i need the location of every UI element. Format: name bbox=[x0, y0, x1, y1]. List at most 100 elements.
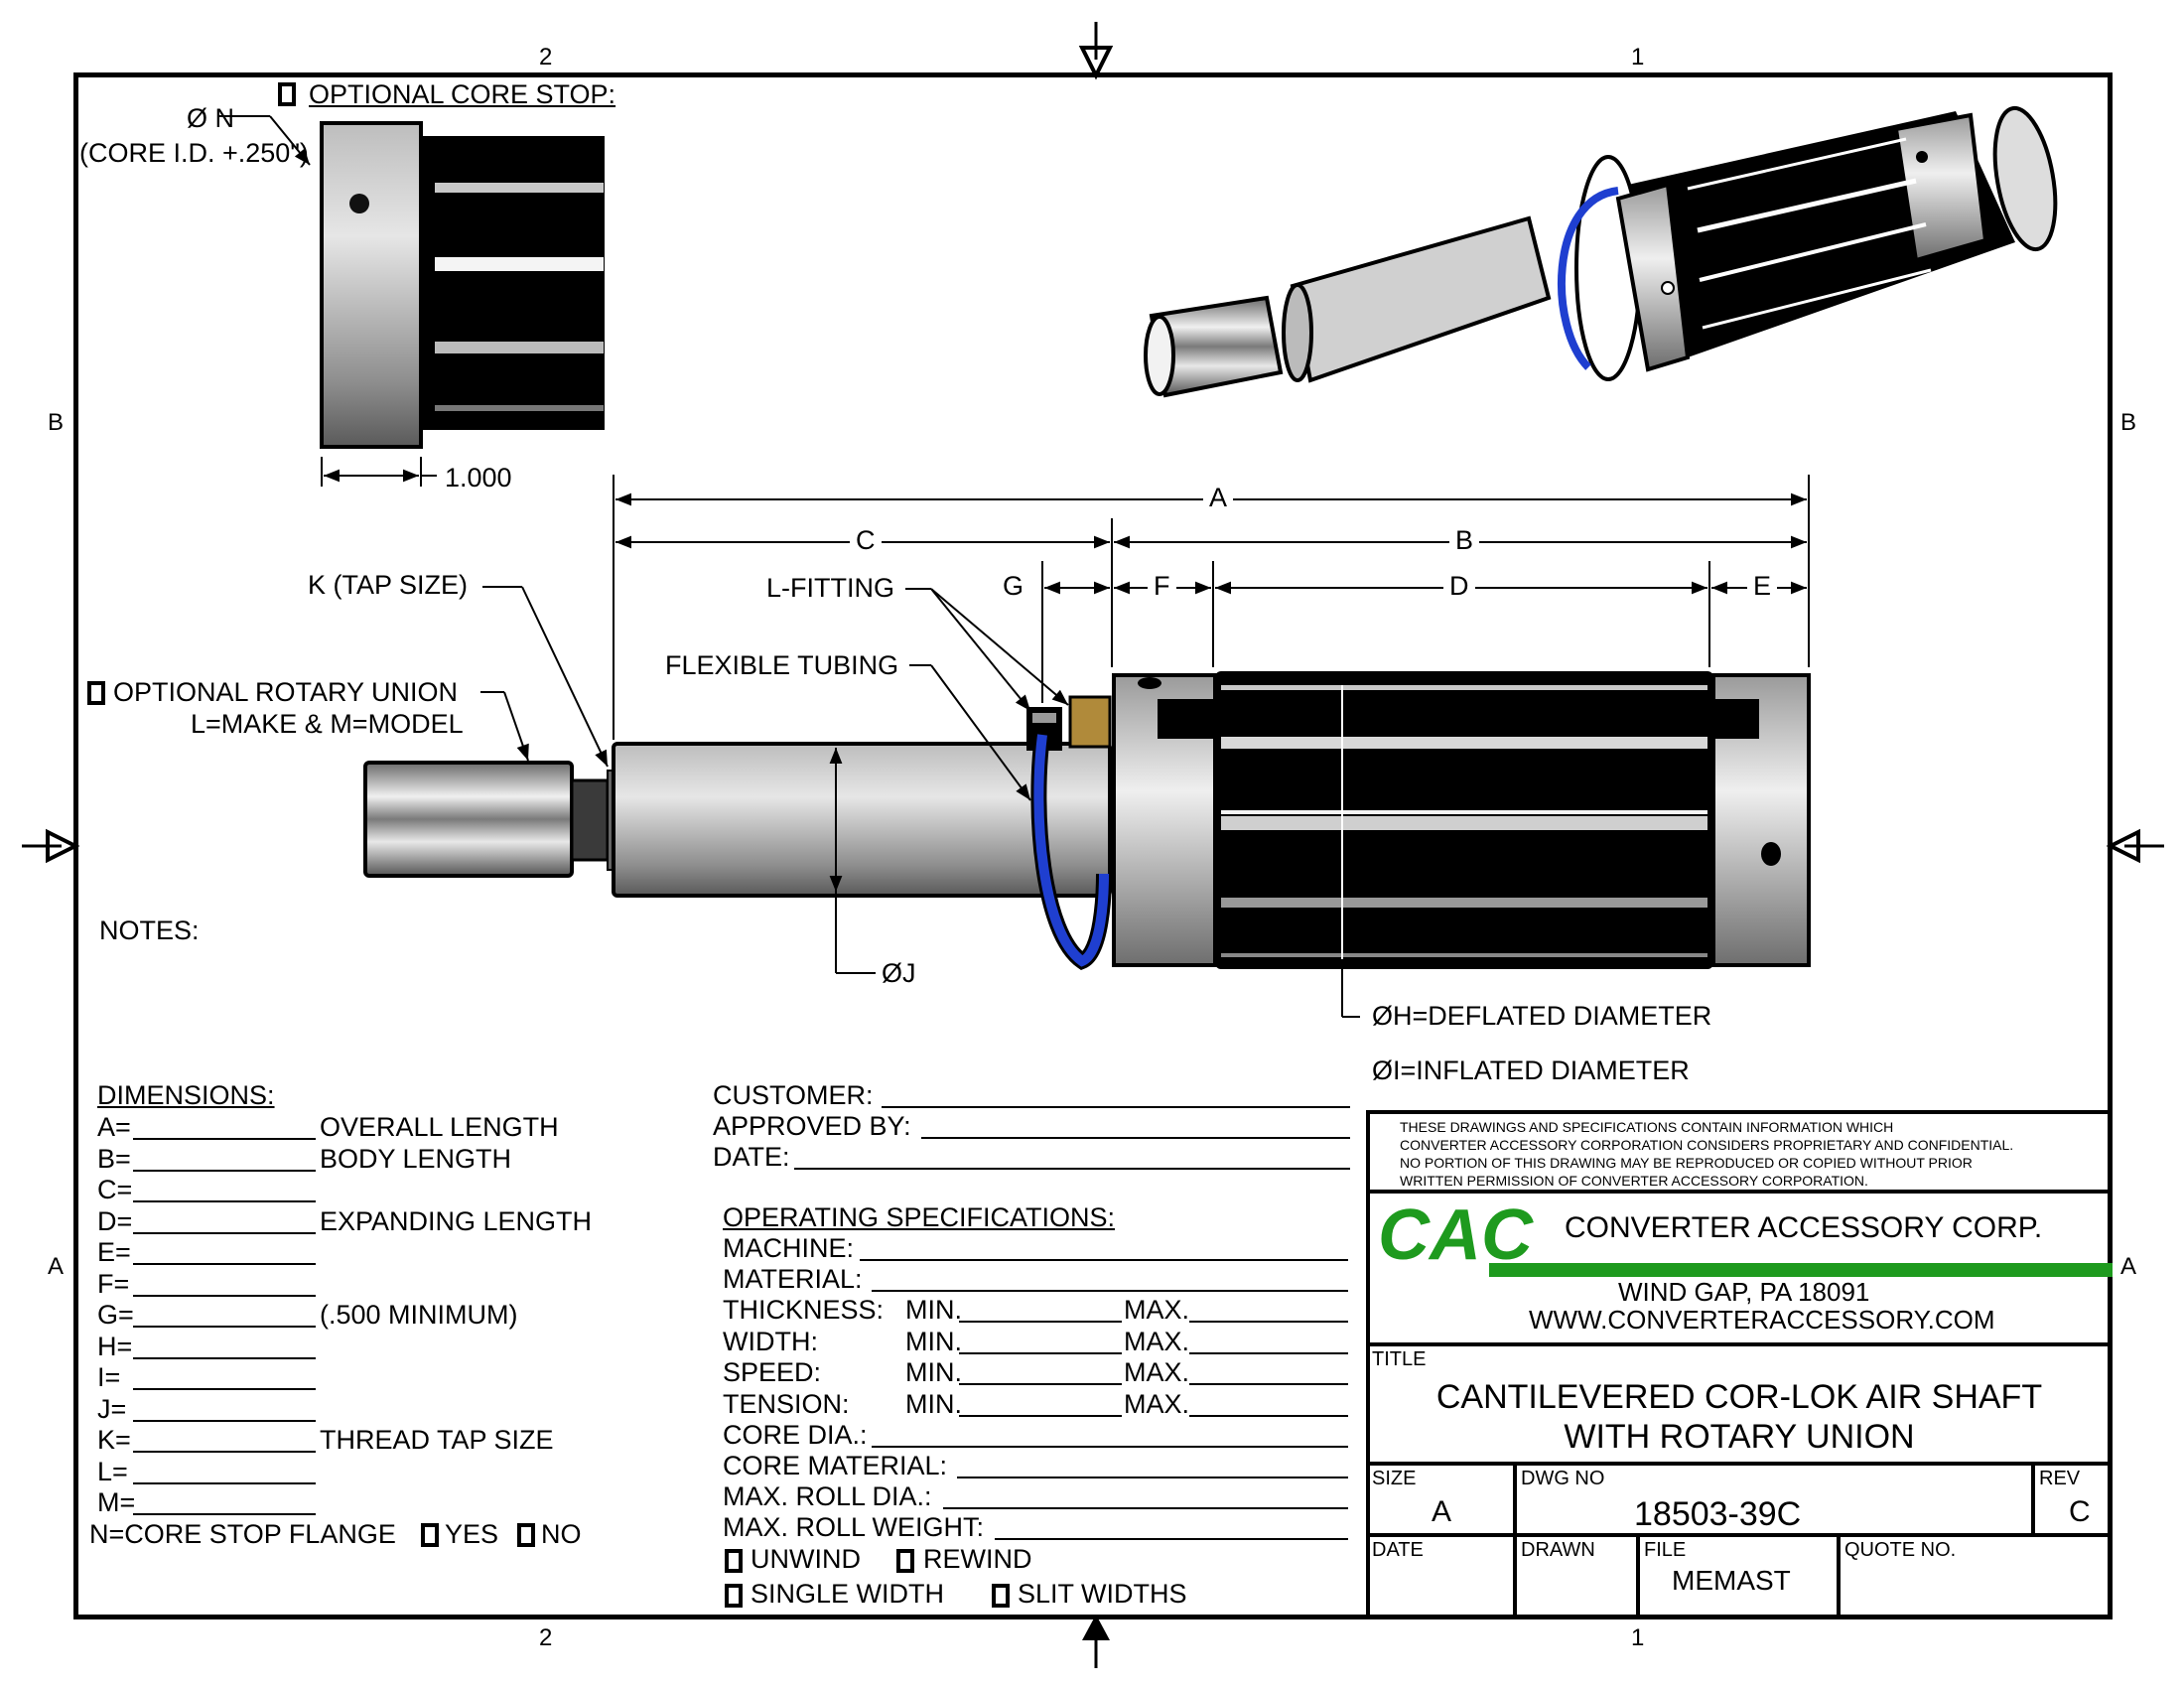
spec-max-field[interactable] bbox=[1189, 1333, 1348, 1354]
optional-rotary-union-checkbox[interactable] bbox=[87, 681, 105, 705]
customer-field[interactable] bbox=[882, 1086, 1350, 1108]
dimension-key: H= bbox=[97, 1332, 133, 1361]
optional-core-stop-checkbox[interactable] bbox=[278, 82, 296, 106]
dimension-value-field[interactable] bbox=[133, 1212, 316, 1234]
drawn-cell: DRAWN bbox=[1513, 1533, 1640, 1619]
unwind-checkbox[interactable] bbox=[725, 1549, 743, 1573]
max-roll-weight-label: MAX. ROLL WEIGHT: bbox=[723, 1512, 985, 1542]
material-label: MATERIAL: bbox=[723, 1264, 863, 1294]
spec-min-field[interactable] bbox=[959, 1301, 1122, 1323]
spec-label: TENSION: bbox=[723, 1389, 850, 1419]
dimension-key: G= bbox=[97, 1300, 134, 1330]
center-marker-top bbox=[1078, 22, 1114, 80]
spec-min-field[interactable] bbox=[959, 1395, 1122, 1417]
dimension-key: I= bbox=[97, 1362, 121, 1392]
core-dia-field[interactable] bbox=[872, 1426, 1348, 1448]
zone-marker-bottom-2: 2 bbox=[539, 1624, 553, 1651]
dimension-key: C= bbox=[97, 1175, 133, 1204]
dimension-value-field[interactable] bbox=[133, 1400, 316, 1422]
dimension-description: THREAD TAP SIZE bbox=[320, 1425, 554, 1455]
dimension-value-field[interactable] bbox=[133, 1150, 316, 1172]
core-stop-width-dim: 1.000 bbox=[445, 463, 512, 492]
center-marker-bottom bbox=[1082, 1615, 1110, 1668]
core-stop-dia-label: Ø N bbox=[187, 103, 235, 133]
dimension-value-field[interactable] bbox=[133, 1337, 316, 1359]
company-address: WIND GAP, PA 18091 bbox=[1618, 1277, 1870, 1307]
dimension-value-field[interactable] bbox=[133, 1431, 316, 1453]
approval-date-field[interactable] bbox=[794, 1148, 1350, 1170]
dimension-value-field[interactable] bbox=[133, 1463, 316, 1484]
max-roll-dia-field[interactable] bbox=[943, 1487, 1348, 1509]
disclaimer-line: NO PORTION OF THIS DRAWING MAY BE REPROD… bbox=[1400, 1155, 1973, 1171]
spec-min-field[interactable] bbox=[959, 1363, 1122, 1385]
spec-max-label: MAX. bbox=[1124, 1327, 1190, 1356]
disclaimer-line: WRITTEN PERMISSION OF CONVERTER ACCESSOR… bbox=[1400, 1173, 1868, 1189]
customer-label: CUSTOMER: bbox=[713, 1080, 874, 1110]
spec-max-field[interactable] bbox=[1189, 1395, 1348, 1417]
title-box: TITLE CANTILEVERED COR-LOK AIR SHAFT WIT… bbox=[1366, 1342, 2113, 1466]
spec-max-label: MAX. bbox=[1124, 1357, 1190, 1387]
date-label: DATE bbox=[1372, 1539, 1424, 1561]
approved-by-field[interactable] bbox=[921, 1117, 1350, 1139]
dimension-key: F= bbox=[97, 1269, 130, 1299]
company-website[interactable]: WWW.CONVERTERACCESSORY.COM bbox=[1529, 1305, 1995, 1335]
slit-widths-checkbox[interactable] bbox=[992, 1584, 1010, 1608]
max-roll-weight-field[interactable] bbox=[995, 1518, 1348, 1540]
notes-label: NOTES: bbox=[99, 915, 200, 945]
disclaimer-box: THESE DRAWINGS AND SPECIFICATIONS CONTAI… bbox=[1366, 1110, 2113, 1194]
dimension-key: J= bbox=[97, 1394, 127, 1424]
dimension-key: M= bbox=[97, 1487, 136, 1517]
zone-marker-left-a: A bbox=[48, 1253, 65, 1280]
disclaimer-line: CONVERTER ACCESSORY CORPORATION CONSIDER… bbox=[1400, 1137, 2014, 1153]
drawing-title-line-1: CANTILEVERED COR-LOK AIR SHAFT bbox=[1435, 1378, 2043, 1416]
zone-marker-right-a: A bbox=[2120, 1253, 2137, 1280]
core-stop-flange-yes-label: YES bbox=[445, 1519, 499, 1549]
single-width-label: SINGLE WIDTH bbox=[751, 1579, 945, 1609]
spec-max-field[interactable] bbox=[1189, 1301, 1348, 1323]
company-name: CONVERTER ACCESSORY CORP. bbox=[1565, 1211, 2043, 1244]
core-stop-flange-no-label: NO bbox=[541, 1519, 582, 1549]
dimension-key: D= bbox=[97, 1206, 133, 1236]
spec-min-field[interactable] bbox=[959, 1333, 1122, 1354]
dimension-value-field[interactable] bbox=[133, 1275, 316, 1297]
spec-max-label: MAX. bbox=[1124, 1389, 1190, 1419]
rev-value: C bbox=[2069, 1495, 2091, 1528]
dim-label-c: C bbox=[850, 525, 882, 556]
cac-logo-icon: CAC bbox=[1378, 1196, 2113, 1277]
dimension-key: A= bbox=[97, 1112, 131, 1142]
center-marker-right bbox=[2106, 828, 2164, 864]
core-stop-flange-yes-checkbox[interactable] bbox=[421, 1523, 439, 1547]
file-cell: FILE MEMAST bbox=[1636, 1533, 1841, 1619]
max-roll-dia-label: MAX. ROLL DIA.: bbox=[723, 1481, 932, 1511]
dimension-value-field[interactable] bbox=[133, 1181, 316, 1202]
zone-marker-top-1: 1 bbox=[1631, 44, 1645, 70]
single-width-checkbox[interactable] bbox=[725, 1584, 743, 1608]
approved-by-label: APPROVED BY: bbox=[713, 1111, 911, 1141]
dimension-key: B= bbox=[97, 1144, 131, 1174]
dimension-key: E= bbox=[97, 1237, 131, 1267]
dimension-value-field[interactable] bbox=[133, 1493, 316, 1515]
dimension-value-field[interactable] bbox=[133, 1243, 316, 1265]
core-dia-label: CORE DIA.: bbox=[723, 1420, 868, 1450]
machine-label: MACHINE: bbox=[723, 1233, 855, 1263]
dimension-value-field[interactable] bbox=[133, 1118, 316, 1140]
dimension-value-field[interactable] bbox=[133, 1368, 316, 1390]
rewind-checkbox[interactable] bbox=[896, 1549, 914, 1573]
core-stop-flange-no-checkbox[interactable] bbox=[517, 1523, 535, 1547]
spec-min-label: MIN. bbox=[905, 1389, 962, 1419]
machine-field[interactable] bbox=[860, 1239, 1348, 1261]
dimension-description: EXPANDING LENGTH bbox=[320, 1206, 593, 1236]
zone-marker-top-2: 2 bbox=[539, 44, 553, 70]
dimension-value-field[interactable] bbox=[133, 1306, 316, 1328]
rewind-label: REWIND bbox=[923, 1544, 1032, 1574]
material-field[interactable] bbox=[872, 1270, 1348, 1292]
unwind-label: UNWIND bbox=[751, 1544, 861, 1574]
spec-label: SPEED: bbox=[723, 1357, 822, 1387]
callout-dia-h: ØH=DEFLATED DIAMETER bbox=[1372, 1001, 1712, 1031]
core-stop-view bbox=[218, 115, 605, 487]
disclaimer-line: THESE DRAWINGS AND SPECIFICATIONS CONTAI… bbox=[1400, 1119, 1894, 1135]
core-stop-heading: OPTIONAL CORE STOP: bbox=[309, 79, 616, 109]
spec-max-field[interactable] bbox=[1189, 1363, 1348, 1385]
core-material-field[interactable] bbox=[957, 1457, 1348, 1478]
dimensions-heading: DIMENSIONS: bbox=[97, 1080, 275, 1110]
